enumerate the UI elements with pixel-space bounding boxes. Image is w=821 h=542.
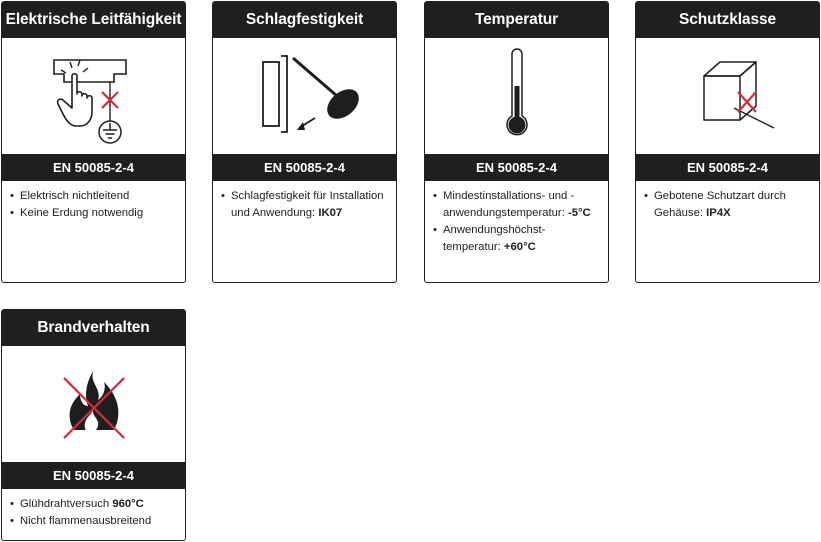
bullet-list: Mindestinstallations- und -anwendungstem…: [425, 181, 608, 262]
list-item: Mindestinstallations- und -anwendungstem…: [433, 188, 602, 222]
bullet-list: Schlagfestigkeit für Installation und An…: [213, 181, 396, 228]
finger-touch-ground-icon: [2, 38, 185, 154]
list-item: Glühdrahtversuch 960°C: [10, 496, 179, 513]
list-item: Elektrisch nichtleitend: [10, 188, 179, 205]
bullet-list: Gebotene Schutzart durch Gehäuse: IP4X: [636, 181, 819, 228]
card-electrical-conductivity: Elektrische Leitfähigkeit: [1, 1, 186, 283]
card-protection-class: Schutzklasse EN 50085-2-4 Gebotene Schut…: [635, 1, 820, 283]
norm-label: EN 50085-2-4: [2, 154, 185, 181]
thermometer-icon: [425, 38, 608, 154]
bullet-list: Elektrisch nichtleitend Keine Erdung not…: [2, 181, 185, 228]
norm-label: EN 50085-2-4: [636, 154, 819, 181]
cube-protection-icon: [636, 38, 819, 154]
card-title: Elektrische Leitfähigkeit: [2, 2, 185, 38]
norm-label: EN 50085-2-4: [213, 154, 396, 181]
list-item: Nicht flammenausbreitend: [10, 513, 179, 530]
card-title: Temperatur: [425, 2, 608, 38]
flame-crossed-icon: [2, 346, 185, 462]
norm-label: EN 50085-2-4: [425, 154, 608, 181]
card-title: Schutzklasse: [636, 2, 819, 38]
card-title: Schlagfestigkeit: [213, 2, 396, 38]
list-item: Gebotene Schutzart durch Gehäuse: IP4X: [644, 188, 813, 222]
card-temperature: Temperatur EN 50085-2-4 Mindestinstallat…: [424, 1, 609, 283]
card-fire-behaviour: Brandverhalten EN 50085-2-4 Glühdrahtver…: [1, 309, 186, 541]
card-title: Brandverhalten: [2, 310, 185, 346]
hammer-impact-icon: [213, 38, 396, 154]
list-item: Anwendungshöchst-temperatur: +60°C: [433, 222, 602, 256]
list-item: Keine Erdung notwendig: [10, 205, 179, 222]
list-item: Schlagfestigkeit für Installation und An…: [221, 188, 390, 222]
card-impact-resistance: Schlagfestigkeit EN 50085-2-4 Schlagfest…: [212, 1, 397, 283]
bullet-list: Glühdrahtversuch 960°C Nicht flammenausb…: [2, 489, 185, 536]
norm-label: EN 50085-2-4: [2, 462, 185, 489]
